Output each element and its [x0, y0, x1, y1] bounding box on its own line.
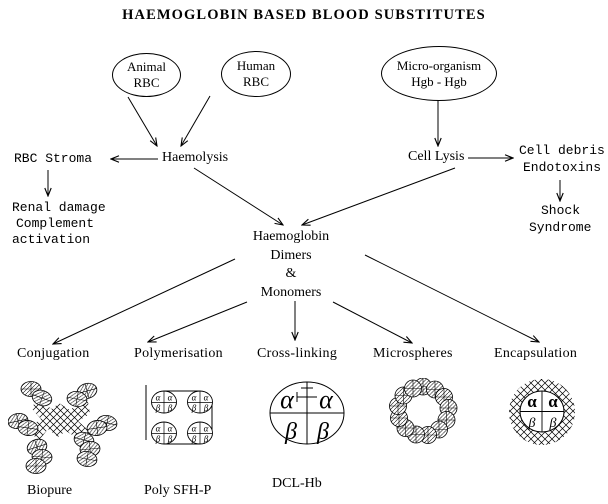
- node-haemolysis: Haemolysis: [162, 150, 229, 165]
- cross-linking-figure: α α β β: [269, 381, 345, 445]
- alpha-label: α: [319, 385, 334, 414]
- human-rbc-line2: RBC: [242, 74, 269, 89]
- method-conjugation: Conjugation: [17, 346, 90, 361]
- haemoglobin-line4: Monomers: [260, 284, 322, 300]
- node-haemoglobin-dimers-monomers: Haemoglobin Dimers & Monomers: [233, 228, 349, 302]
- micro-organism-line1: Micro-organism: [396, 57, 482, 73]
- method-cross-linking: Cross-linking: [257, 346, 338, 361]
- renal-damage-line1: Renal damage: [12, 200, 106, 215]
- crosshatch-core: [31, 396, 90, 443]
- method-microspheres: Microspheres: [373, 346, 453, 361]
- beta-label: β: [316, 419, 329, 445]
- animal-rbc-line2: RBC: [133, 75, 160, 90]
- shock-syndrome-line1: Shock: [541, 203, 581, 218]
- method-polymerisation: Polymerisation: [134, 346, 223, 361]
- ellipse-animal-rbc: Animal RBC: [112, 53, 181, 97]
- polymerisation-figure: [145, 385, 213, 445]
- ellipse-human-rbc: Human RBC: [221, 51, 291, 97]
- arrow-cell-lysis-to-haemoglobin: [302, 167, 456, 225]
- encapsulation-figure: α α β β: [509, 379, 575, 445]
- method-encapsulation: Encapsulation: [494, 346, 578, 361]
- micro-organism-line2: Hgb - Hgb: [411, 73, 467, 89]
- shock-syndrome-line2: Syndrome: [529, 220, 592, 235]
- arrow-haemoglobin-to-microspheres: [332, 301, 412, 343]
- cell-debris-line2: Endotoxins: [523, 160, 602, 175]
- arrow-haemoglobin-to-polymerisation: [148, 301, 248, 342]
- beta-label: β: [528, 416, 536, 431]
- alpha-label: α: [548, 392, 558, 411]
- beta-label: β: [284, 419, 297, 445]
- diagram-title: HAEMOGLOBIN BASED BLOOD SUBSTITUTES: [122, 7, 486, 23]
- quadrant-lines: [520, 391, 564, 432]
- renal-damage-line3: activation: [12, 232, 91, 247]
- arrow-haemolysis-to-haemoglobin: [193, 167, 283, 225]
- product-poly-sfh-p: Poly SFH-P: [144, 483, 212, 498]
- polymer-links: [145, 385, 213, 445]
- conjugation-figure: [8, 380, 118, 474]
- renal-damage-line2: Complement: [16, 216, 95, 231]
- quadrant-and-crosslink-lines: [270, 382, 344, 444]
- product-dcl-hb: DCL-Hb: [272, 476, 322, 491]
- animal-rbc-line1: Animal: [127, 59, 166, 74]
- haemoglobin-line1: Haemoglobin: [252, 229, 330, 244]
- ellipse-micro-organism: Micro-organism Hgb - Hgb: [381, 46, 497, 101]
- arrow-haemoglobin-to-encapsulation: [364, 254, 539, 342]
- alpha-label: α: [527, 392, 537, 411]
- haemoglobin-line3: &: [285, 266, 297, 281]
- alpha-label: α: [280, 385, 295, 414]
- node-cell-lysis: Cell Lysis: [408, 149, 465, 164]
- microspheres-figure: [389, 378, 458, 444]
- arrow-human-to-haemolysis: [181, 95, 211, 146]
- arrow-haemoglobin-to-conjugation: [53, 258, 236, 344]
- beta-label: β: [549, 416, 557, 431]
- cell-debris-line1: Cell debris: [519, 143, 605, 158]
- haemoglobin-line2: Dimers: [270, 247, 312, 263]
- arrow-animal-to-haemolysis: [127, 96, 157, 146]
- human-rbc-line1: Human: [236, 58, 276, 73]
- product-biopure: Biopure: [27, 483, 73, 498]
- node-rbc-stroma: RBC Stroma: [14, 151, 93, 166]
